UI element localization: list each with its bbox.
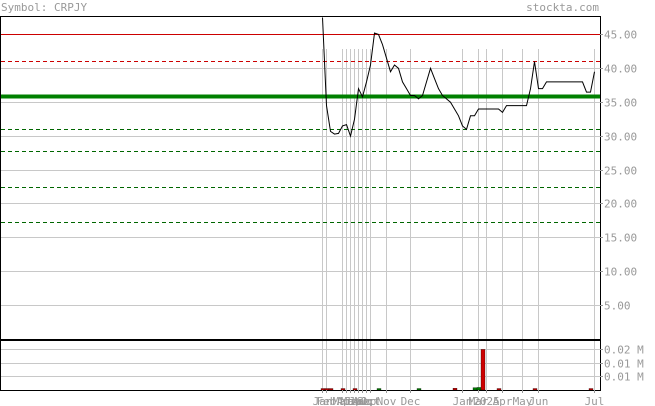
volume-bar — [328, 388, 334, 391]
price-grid — [1, 34, 600, 339]
x-tick-label: May — [513, 395, 533, 406]
x-tick-label: Feb — [317, 395, 337, 406]
x-tick-label: Jul — [585, 395, 605, 406]
volume-bar — [340, 388, 346, 391]
volume-bar — [376, 388, 382, 391]
volume-tick-label: 0.01 M — [604, 358, 644, 371]
price-tick-label: 30.00 — [604, 131, 637, 144]
x-tick-label: 2025 — [473, 395, 500, 406]
price-axis: 45.00 40.00 35.00 30.00 25.00 20.00 15.00 10.00… — [600, 29, 637, 313]
volume-panel-frame — [0, 340, 601, 391]
volume-bar — [452, 388, 458, 391]
price-levels — [1, 34, 600, 223]
price-tick-label: 40.00 — [604, 63, 637, 76]
volume-bar — [496, 388, 502, 391]
x-tick-label: Mar — [333, 395, 353, 406]
volume-tick-label: 0.01 M — [604, 371, 644, 384]
x-tick-label: Sep — [357, 395, 377, 406]
x-tick-label: Jan — [313, 395, 333, 406]
x-tick-label: Oct — [361, 395, 381, 406]
volume-bars — [320, 349, 594, 391]
price-tick-label: 25.00 — [604, 165, 637, 178]
price-tick-label: 5.00 — [604, 300, 631, 313]
volume-bar — [588, 388, 594, 391]
x-tick-label: Apr — [337, 395, 357, 406]
price-line — [322, 17, 595, 138]
x-tick-label: Apr — [493, 395, 513, 406]
x-tick-label: Jun — [529, 395, 549, 406]
price-tick-label: 10.00 — [604, 266, 637, 279]
symbol-label: Symbol: CRPJY — [1, 1, 87, 14]
x-tick-label: Jan — [453, 395, 473, 406]
x-tick-label: Dec — [401, 395, 421, 406]
volume-tick-label: 0.02 M — [604, 344, 644, 357]
volume-bar — [352, 388, 358, 391]
volume-axis: 0.02 M0.01 M0.01 M — [600, 344, 644, 384]
volume-bar — [416, 388, 422, 391]
x-tick-label: Mar — [469, 395, 489, 406]
volume-bar — [472, 387, 478, 391]
x-tick-label: Jun — [345, 395, 365, 406]
price-tick-label: 35.00 — [604, 97, 637, 110]
x-tick-label: May — [341, 395, 361, 406]
volume-bar — [476, 387, 482, 391]
price-panel-frame — [0, 16, 601, 340]
volume-bar — [532, 388, 538, 391]
x-tick-label: Nov — [377, 395, 397, 406]
volume-bar — [320, 388, 326, 391]
volume-bar — [480, 349, 486, 391]
site-label: stockta.com — [526, 1, 599, 14]
price-tick-label: 45.00 — [604, 29, 637, 42]
x-tick-label: Jul — [349, 395, 369, 406]
price-tick-label: 15.00 — [604, 232, 637, 245]
volume-bar — [324, 388, 330, 391]
volume-grid — [1, 341, 600, 390]
x-tick-label: Aug — [353, 395, 373, 406]
price-tick-label: 20.00 — [604, 198, 637, 211]
